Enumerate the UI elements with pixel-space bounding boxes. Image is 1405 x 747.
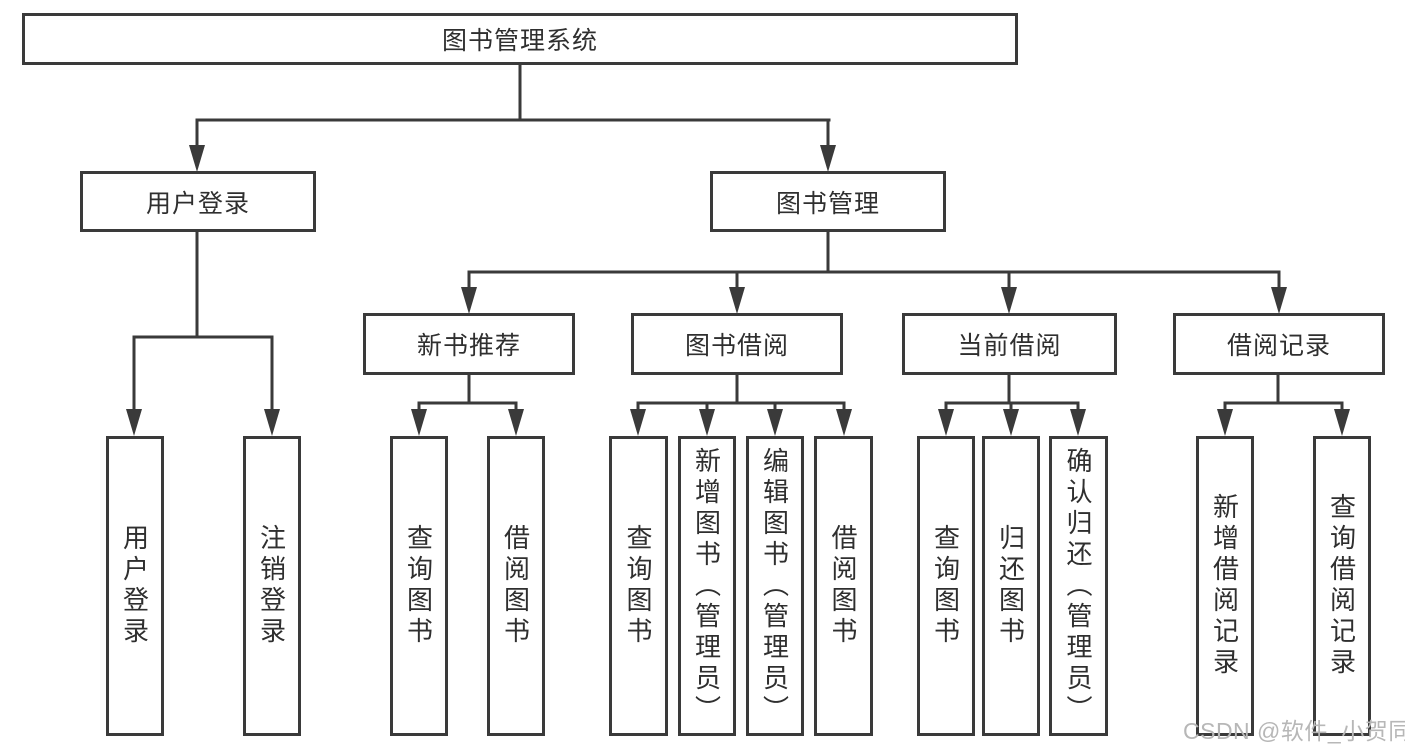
node-book-management-branch: 图书管理: [710, 171, 946, 232]
arrow-down-icon: [189, 145, 205, 172]
leaf-query-books-recommend: 查询图书: [390, 436, 448, 736]
connector-bookborrow-to-leaves: [636, 375, 846, 420]
arrow-down-icon: [1003, 409, 1019, 436]
node-new-book-recommend: 新书推荐: [363, 313, 575, 375]
arrow-down-icon: [461, 287, 477, 314]
arrow-down-icon: [836, 409, 852, 436]
connector-bookmgmt-to-level3: [467, 232, 1281, 295]
arrow-down-icon: [1334, 409, 1350, 436]
arrow-down-icon: [820, 145, 836, 172]
arrow-down-icon: [1070, 409, 1086, 436]
leaf-query-borrow-record: 查询借阅记录: [1313, 436, 1371, 736]
arrow-down-icon: [1001, 287, 1017, 314]
connector-borrowrec-to-leaves: [1223, 375, 1344, 420]
leaf-add-borrow-record: 新增借阅记录: [1196, 436, 1254, 736]
leaf-return-book: 归还图书: [982, 436, 1040, 736]
csdn-watermark: CSDN @软件_小贺同学: [1183, 718, 1405, 744]
leaf-confirm-return-admin: 确认归还（管理员）: [1049, 436, 1108, 736]
arrow-down-icon: [1217, 409, 1233, 436]
leaf-logout: 注销登录: [243, 436, 301, 736]
arrow-down-icon: [699, 409, 715, 436]
arrow-down-icon: [264, 409, 280, 436]
arrow-down-icon: [630, 409, 646, 436]
arrow-down-icon: [1271, 287, 1287, 314]
leaf-edit-book-admin: 编辑图书（管理员）: [746, 436, 804, 736]
node-book-borrowing: 图书借阅: [631, 313, 843, 375]
arrow-down-icon: [767, 409, 783, 436]
arrow-down-icon: [411, 409, 427, 436]
arrowheads: [126, 145, 1350, 436]
node-root-system: 图书管理系统: [22, 13, 1018, 65]
leaf-add-book-admin: 新增图书（管理员）: [678, 436, 736, 736]
connector-userlogin-to-leaves: [132, 232, 274, 420]
leaf-borrow-books-borrowing: 借阅图书: [814, 436, 873, 736]
node-borrowing-records: 借阅记录: [1173, 313, 1385, 375]
connector-newbook-to-leaves: [417, 375, 518, 420]
leaf-user-login: 用户登录: [106, 436, 164, 736]
leaf-query-books-borrowing: 查询图书: [609, 436, 668, 736]
arrow-down-icon: [126, 409, 142, 436]
arrow-down-icon: [729, 287, 745, 314]
leaf-query-books-current: 查询图书: [917, 436, 975, 736]
leaf-borrow-books-recommend: 借阅图书: [487, 436, 545, 736]
arrow-down-icon: [938, 409, 954, 436]
node-current-borrowing: 当前借阅: [902, 313, 1117, 375]
arrow-down-icon: [508, 409, 524, 436]
connector-root-to-level2: [195, 65, 831, 150]
node-user-login-branch: 用户登录: [80, 171, 316, 232]
